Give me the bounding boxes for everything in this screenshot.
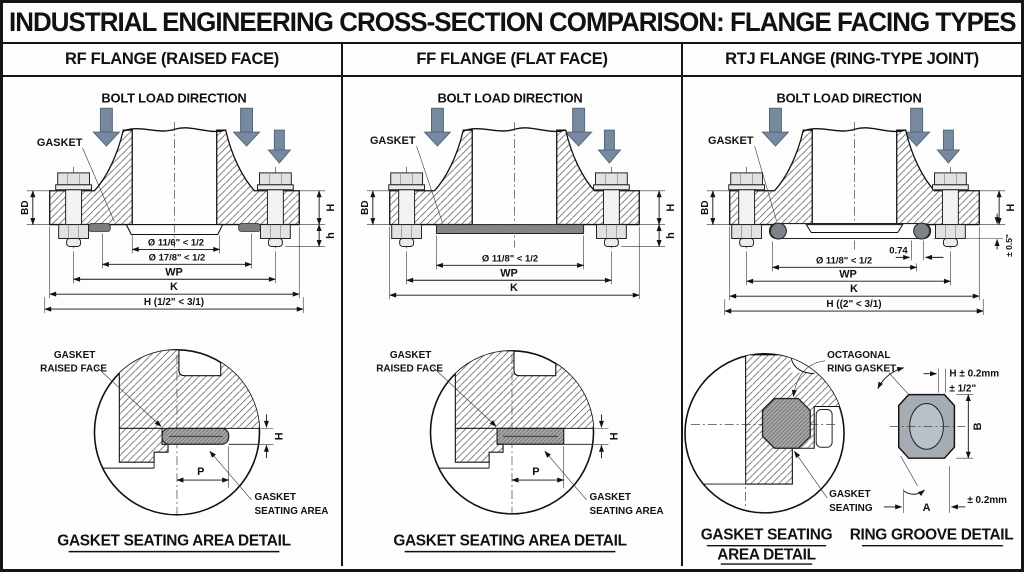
gasket-raised-face-label: GASKET (390, 350, 431, 361)
rtj-flange-column: BOLT LOAD DIRECTION (683, 77, 1021, 566)
gasket-seating-detail: GASKET RAISED FACE H P GASKET SEATING AR… (376, 350, 663, 517)
svg-text:K: K (170, 281, 178, 293)
svg-text:A: A (923, 502, 931, 514)
rtj-flange-drawing: BOLT LOAD DIRECTION (684, 90, 1017, 565)
flange-cross-section (728, 122, 980, 251)
rf-flange-column: BOLT LOAD DIRECTION GASK (3, 77, 341, 566)
gasket-seating-label: GASKET (829, 489, 870, 500)
ff-flange-column: BOLT LOAD DIRECTION GASKET (341, 77, 683, 566)
svg-text:SEATING AREA: SEATING AREA (255, 506, 329, 517)
bolt-load-direction-label: BOLT LOAD DIRECTION (101, 90, 246, 105)
svg-text:H: H (325, 204, 337, 212)
svg-text:RING GASKET: RING GASKET (827, 364, 896, 375)
rf-flange-drawing: BOLT LOAD DIRECTION GASK (20, 90, 337, 553)
svg-text:Ø 11/8" < 1/2: Ø 11/8" < 1/2 (482, 253, 538, 264)
dim-rows: Ø 11/6" < 1/2 Ø 17/8" < 1/2 WP K (44, 226, 304, 314)
svg-text:BD: BD (20, 200, 31, 214)
gasket-label: GASKET (370, 135, 416, 147)
title-bar: INDUSTRIAL ENGINEERING CROSS-SECTION COM… (3, 3, 1021, 44)
detail-caption: GASKET SEATING AREA DETAIL (57, 533, 290, 550)
dim-tol-right: ± 0.5" (933, 213, 1014, 257)
gasket-seating-detail: OCTAGONAL RING GASKET GASKET SEATING (684, 350, 896, 514)
svg-text:BD: BD (360, 200, 371, 214)
ring-groove-caption: RING GROOVE DETAIL (850, 527, 1014, 544)
dim-bd: BD (700, 190, 730, 226)
bolt-load-direction-label: BOLT LOAD DIRECTION (437, 90, 582, 105)
ring-groove-detail: H ± 0.2mm ± 1/2" B A ± 0.2mm (877, 367, 1007, 514)
ring-gasket-left (769, 222, 787, 240)
svg-text:B: B (972, 422, 984, 430)
svg-text:Ø 17/8" < 1/2: Ø 17/8" < 1/2 (149, 252, 206, 263)
groove-stub (805, 224, 904, 234)
page-title: INDUSTRIAL ENGINEERING CROSS-SECTION COM… (8, 7, 1017, 37)
header-rtj-flange: RTJ FLANGE (RING-TYPE JOINT) (725, 50, 979, 68)
dim-rows: Ø 11/8" < 1/2 WP K H ((2" < 3/1) (724, 226, 984, 316)
gasket-seating-area-label: GASKET (255, 492, 296, 503)
detail-caption-line2: AREA DETAIL (717, 547, 815, 564)
svg-text:H ((2" < 3/1): H ((2" < 3/1) (826, 299, 881, 310)
gasket-label: GASKET (708, 135, 754, 147)
dim-H-right: H (979, 190, 1017, 226)
bolt-load-arrow-icon (762, 107, 960, 164)
octagonal-gasket (761, 397, 811, 449)
svg-text:Ø 11/6" < 1/2: Ø 11/6" < 1/2 (148, 237, 204, 248)
gasket-seating-detail: GASKET RAISED FACE H P GASKET SEATING AR… (40, 349, 329, 517)
flat-gasket (435, 224, 585, 235)
svg-text:SEATING: SEATING (829, 503, 873, 514)
svg-text:± 0.5": ± 0.5" (1004, 234, 1014, 257)
ring-gasket-right (913, 222, 931, 240)
gasket-left (88, 223, 111, 232)
svg-text:SEATING AREA: SEATING AREA (590, 506, 664, 517)
dim-gap: 0.74 (889, 240, 944, 261)
svg-text:K: K (510, 282, 518, 294)
bolt-load-arrow-icon (424, 107, 621, 164)
header-ff-flange: FF FLANGE (FLAT FACE) (341, 44, 683, 75)
svg-text:WP: WP (165, 266, 183, 278)
svg-text:H: H (1005, 204, 1017, 212)
dim-bd: BD (20, 190, 50, 226)
dim-bd: BD (360, 190, 390, 226)
flange-cross-section (388, 122, 640, 251)
detail-caption-line1: GASKET SEATING (701, 527, 833, 544)
svg-text:0.74: 0.74 (889, 245, 908, 256)
svg-text:RAISED FACE: RAISED FACE (40, 364, 107, 375)
svg-text:BD: BD (700, 200, 711, 214)
svg-text:WP: WP (500, 267, 518, 279)
column-headers: RF FLANGE (RAISED FACE) FF FLANGE (FLAT … (3, 44, 1021, 77)
dim-h-right: h (621, 224, 677, 247)
octagonal-ring-gasket-label: OCTAGONAL (827, 350, 890, 361)
ring-tolerance: ± 0.2mm (967, 495, 1007, 506)
svg-text:H (1/2" < 3/1): H (1/2" < 3/1) (144, 297, 204, 308)
svg-text:H: H (665, 204, 677, 212)
svg-text:Ø 11/8" < 1/2: Ø 11/8" < 1/2 (816, 255, 872, 266)
svg-text:H: H (273, 432, 285, 440)
header-rf-flange: RF FLANGE (RAISED FACE) (64, 50, 279, 68)
svg-text:P: P (532, 466, 539, 478)
ring-h-dim: H ± 0.2mm (949, 369, 999, 380)
gasket-raised-face-label: GASKET (54, 350, 95, 361)
svg-text:± 1/2": ± 1/2" (949, 384, 976, 395)
gasket-seating-area-label: GASKET (590, 492, 631, 503)
flange-cross-section (49, 122, 300, 251)
dim-H-right: H (639, 190, 677, 226)
gasket-label: GASKET (37, 137, 83, 149)
dim-h-right: h (285, 224, 337, 247)
svg-text:H: H (608, 432, 620, 440)
content-area: BOLT LOAD DIRECTION GASK (3, 77, 1021, 566)
svg-text:h: h (665, 232, 677, 239)
svg-text:WP: WP (839, 268, 857, 280)
dim-rows: Ø 11/8" < 1/2 WP K (389, 226, 640, 300)
dim-H-right: H (299, 190, 337, 226)
bolt-load-direction-label: BOLT LOAD DIRECTION (776, 90, 921, 105)
ff-flange-drawing: BOLT LOAD DIRECTION GASKET (360, 90, 677, 553)
svg-text:K: K (850, 283, 858, 295)
gasket-right (238, 223, 261, 232)
svg-text:h: h (325, 232, 337, 239)
svg-text:P: P (197, 466, 204, 478)
svg-text:RAISED FACE: RAISED FACE (376, 364, 443, 375)
detail-caption: GASKET SEATING AREA DETAIL (393, 533, 626, 550)
